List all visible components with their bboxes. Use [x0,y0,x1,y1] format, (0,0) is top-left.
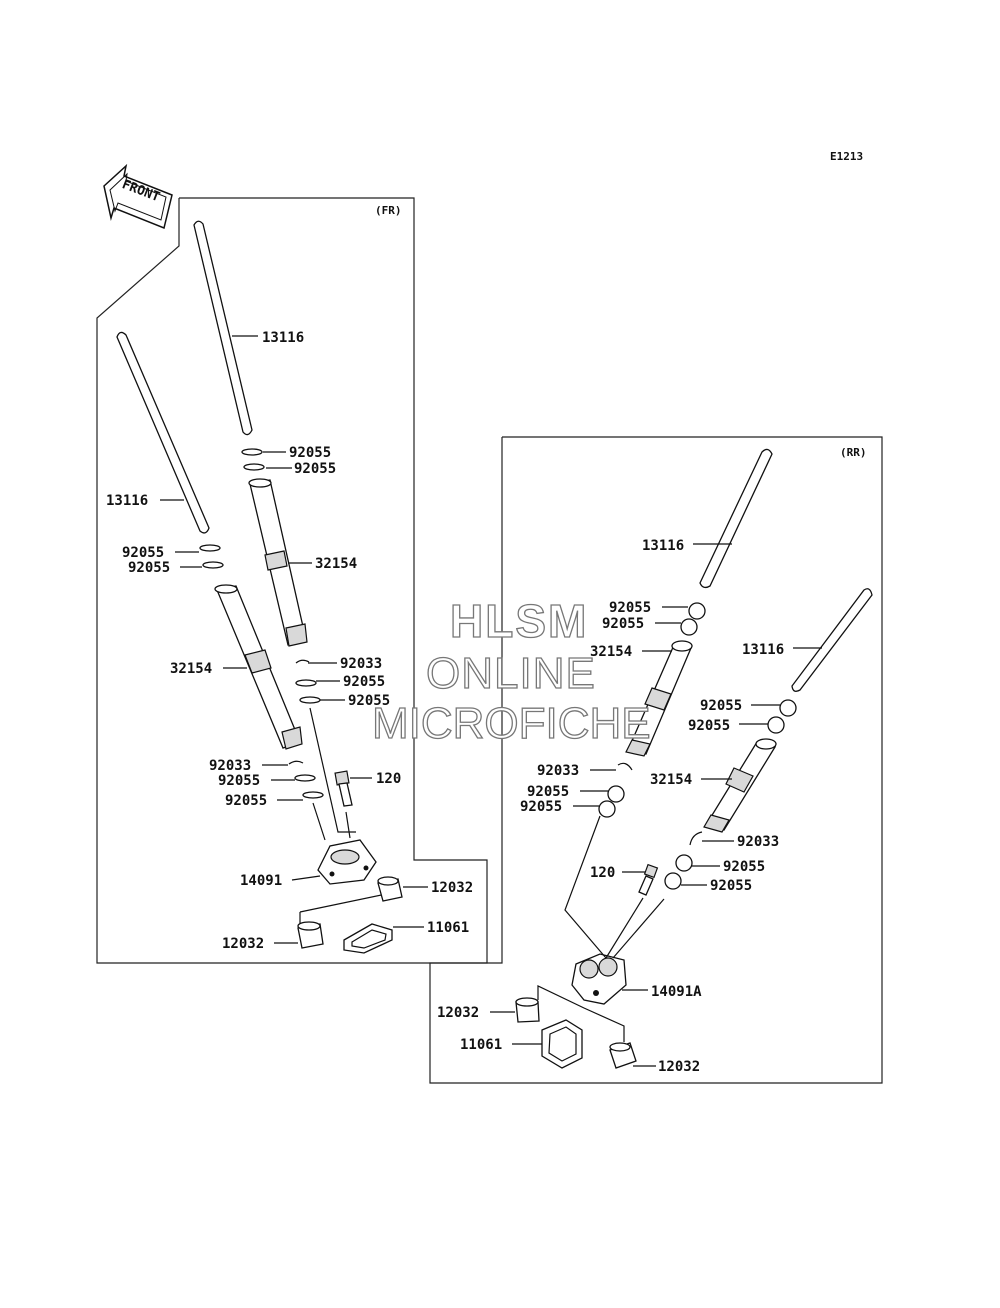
callout-fr-32154-a: 32154 [315,556,357,572]
callout-fr-92055-d: 92055 [128,560,170,576]
fr-oring-1 [241,448,263,456]
callout-fr-92055-f: 92055 [348,693,390,709]
fr-oring-2 [243,463,265,471]
rr-clip-2 [689,831,703,846]
fr-guide-1 [309,707,356,833]
callout-fr-92055-h: 92055 [225,793,267,809]
callout-fr-12032-a: 12032 [431,880,473,896]
callout-rr-92055-b: 92055 [602,616,644,632]
callout-rr-11061: 11061 [460,1037,502,1053]
rr-pushrod-right [791,588,873,692]
callout-rr-92055-d: 92055 [688,718,730,734]
callout-rr-14091A: 14091A [651,984,702,1000]
rr-tube-left [625,640,693,757]
rr-oring-7 [675,854,693,872]
rr-oring-2 [680,618,698,636]
callout-rr-32154-a: 32154 [590,644,632,660]
callout-rr-12032-a: 12032 [437,1005,479,1021]
callout-rr-92055-g: 92055 [723,859,765,875]
fr-tube-lower [214,584,303,750]
rr-oring-4 [767,716,785,734]
rr-guide-1 [564,815,607,959]
rr-oring-8 [664,872,682,890]
rr-bolt-120 [638,863,659,896]
rr-bushing-right [609,1042,637,1069]
rr-oring-1 [688,602,706,620]
fr-holder-14091 [317,839,377,885]
callout-rr-92033-b: 92033 [737,834,779,850]
rr-guide-3 [605,897,644,959]
fr-oring-5 [295,679,317,687]
rr-gasket-11061 [541,1019,583,1069]
fr-guide-5 [299,893,387,913]
fr-gasket-11061 [343,923,393,954]
rr-clip-1 [617,762,633,771]
callout-fr-13116-a: 13116 [262,330,304,346]
callout-rr-92055-a: 92055 [609,600,651,616]
callout-fr-92055-b: 92055 [294,461,336,477]
callout-rr-12032-b: 12032 [658,1059,700,1075]
rr-bushing-left [515,997,540,1023]
fr-oring-7 [294,774,316,782]
callout-fr-92055-c: 92055 [122,545,164,561]
rear-panel-frame [429,436,883,1084]
fr-tube-upper [248,478,308,647]
rr-guide-2 [612,898,665,959]
rr-oring-6 [598,800,616,818]
callout-rr-92055-e: 92055 [527,784,569,800]
callout-fr-92033-a: 92033 [340,656,382,672]
fr-oring-6 [299,696,321,704]
fr-guide-2 [312,802,326,841]
fr-guide-3 [345,811,351,839]
callout-fr-13116-b: 13116 [106,493,148,509]
callout-rr-92033-a: 92033 [537,763,579,779]
fr-clip-2 [288,760,304,765]
fr-bushing-lower [297,921,324,949]
fr-bushing-upper [377,876,403,902]
callout-rr-92055-h: 92055 [710,878,752,894]
callout-fr-14091: 14091 [240,873,282,889]
callout-fr-12032-b: 12032 [222,936,264,952]
rr-pushrod-left [699,448,773,589]
callout-rr-32154-b: 32154 [650,772,692,788]
callout-rr-13116-a: 13116 [642,538,684,554]
fr-pushrod-upper [193,220,253,436]
callout-rr-120: 120 [590,865,615,881]
front-arrow-icon: FRONT [103,163,173,230]
callout-fr-32154-b: 32154 [170,661,212,677]
fr-clip-1 [295,659,310,664]
callout-rr-92055-c: 92055 [700,698,742,714]
rr-oring-3 [779,699,797,717]
fr-oring-4 [202,561,224,569]
diagram-code: E1213 [830,150,863,163]
rear-panel-title: (RR) [840,446,867,459]
watermark: HLSM ONLINE MICROFICHE [371,594,651,748]
fr-bolt-120 [334,770,353,807]
callout-fr-92055-g: 92055 [218,773,260,789]
watermark-line3: MICROFICHE [372,699,651,748]
rr-tube-right [703,738,777,833]
callout-rr-13116-b: 13116 [742,642,784,658]
fr-oring-3 [199,544,221,552]
callout-fr-92055-e: 92055 [343,674,385,690]
front-panel-title: (FR) [375,204,402,217]
callout-fr-11061: 11061 [427,920,469,936]
callout-rr-92055-f: 92055 [520,799,562,815]
callout-fr-92033-b: 92033 [209,758,251,774]
rr-oring-5 [607,785,625,803]
watermark-line1: HLSM [450,595,588,647]
fr-pushrod-lower [116,331,210,534]
rr-holder-14091A [571,953,627,1005]
callout-fr-92055-a: 92055 [289,445,331,461]
watermark-line2: ONLINE [426,649,596,698]
rr-guide-4 [537,985,625,1042]
callout-fr-120: 120 [376,771,401,787]
fr-oring-8 [302,791,324,799]
